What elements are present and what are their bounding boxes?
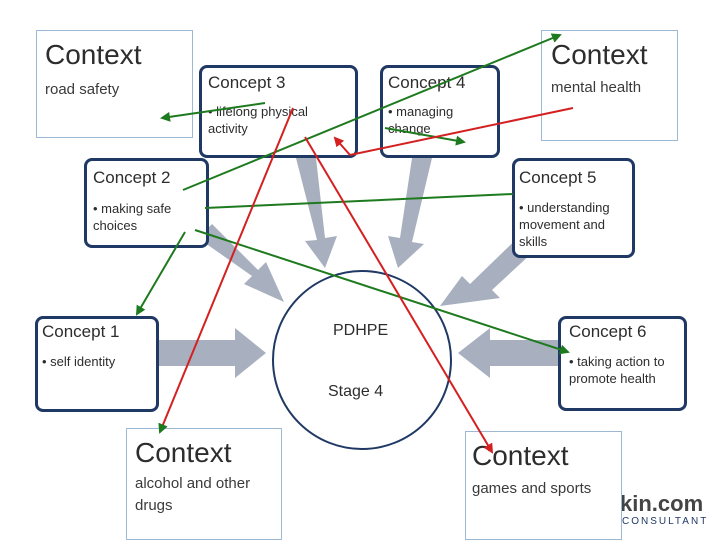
concept-bullet: • self identity — [42, 354, 116, 369]
concept-4-box: Concept 4 • managing change — [380, 65, 500, 158]
context-road-safety: Context road safety — [36, 30, 193, 138]
context-title: Context — [472, 440, 569, 471]
arrow-concept6-to-hub — [458, 328, 560, 378]
hub-stage: Stage 4 — [328, 383, 384, 400]
concept-title: Concept 6 — [569, 322, 647, 341]
context-subtitle: alcohol and other drugs — [135, 475, 251, 514]
concept-5-box: Concept 5 • understanding movement and s… — [512, 158, 635, 258]
context-subtitle: mental health — [551, 79, 642, 96]
concept-title: Concept 2 — [93, 168, 171, 187]
logo-subtext: CONSULTANT — [622, 516, 709, 527]
context-title: Context — [135, 437, 232, 468]
pdhpe-hub-circle — [272, 270, 452, 450]
arrow-concept4-to-hub — [388, 158, 432, 268]
arrow-concept1-to-hub — [158, 328, 266, 378]
concept-bullet: • understanding movement and skills — [519, 200, 610, 249]
concept-1-box: Concept 1 • self identity — [35, 316, 159, 412]
concept-bullet: • taking action to promote health — [569, 354, 665, 386]
concept-6-box: Concept 6 • taking action to promote hea… — [558, 316, 687, 411]
concept-title: Concept 5 — [519, 168, 597, 187]
context-games-and-sports: Context games and sports — [465, 431, 622, 540]
concept-bullet: • making safe choices — [93, 201, 172, 233]
hub-title: PDHPE — [333, 322, 389, 339]
concept-title: Concept 3 — [208, 73, 286, 92]
context-alcohol-and-other-drugs: Context alcohol and other drugs — [126, 428, 282, 540]
context-title: Context — [45, 39, 142, 70]
concept-2-box: Concept 2 • making safe choices — [84, 158, 209, 248]
concept-3-box: Concept 3 • lifelong physical activity — [199, 65, 358, 158]
concept-bullet: • managing change — [388, 104, 454, 136]
context-title: Context — [551, 39, 648, 70]
context-subtitle: road safety — [45, 81, 120, 98]
arrow-concept3-to-hub — [296, 158, 337, 268]
concept-title: Concept 1 — [42, 322, 120, 341]
context-mental-health: Context mental health — [541, 30, 678, 141]
logo-text: kin.com — [620, 491, 704, 516]
arrow-concept2-to-hub — [198, 224, 284, 302]
concept-title: Concept 4 — [388, 73, 466, 92]
concept-bullet: • lifelong physical activity — [208, 104, 308, 136]
context-subtitle: games and sports — [472, 480, 592, 497]
